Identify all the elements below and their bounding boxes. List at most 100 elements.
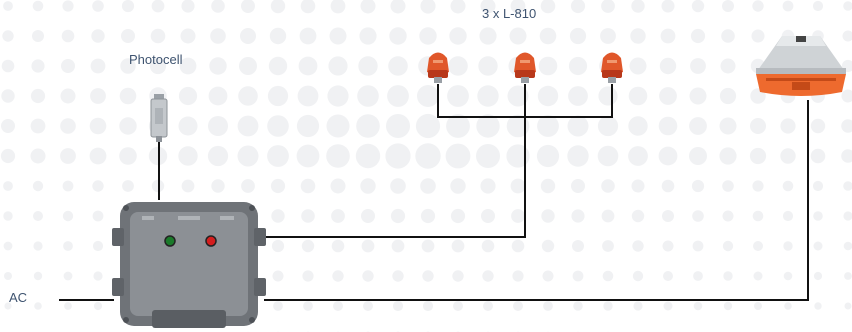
background-dot [299,27,317,45]
photocell-label: Photocell [129,52,183,67]
background-dot [392,300,404,312]
background-dot [33,241,43,251]
background-dot [812,180,824,192]
background-dot [32,180,44,192]
background-dot [661,179,675,193]
background-dot [506,144,530,168]
background-dot [301,239,315,253]
background-dot [93,301,103,311]
background-dot [272,270,284,282]
background-dot [451,239,465,253]
background-dot [567,145,589,167]
background-dot [719,117,737,135]
background-dot [210,28,226,44]
background-dot [723,271,733,281]
indicator-red-light [205,235,217,247]
background-dot [659,57,677,75]
background-dot [421,239,435,253]
lamps-label: 3 x L-810 [482,6,537,21]
background-dot [178,146,198,166]
background-dot [570,0,586,14]
background-dot [628,146,648,166]
background-dot [62,180,74,192]
background-dot [326,144,350,168]
background-dot [478,56,498,76]
background-dot [447,85,469,107]
background-dot [60,118,76,134]
background-dot [540,178,556,194]
background-dot [267,85,289,107]
background-dot [419,27,437,45]
background-dot [92,210,104,222]
background-dot [573,301,583,311]
background-dot [569,27,587,45]
background-dot [121,0,135,13]
lamp-middle-drop-wire [264,84,526,238]
background-dot [628,116,648,136]
background-dot [480,178,496,194]
background-dot [720,58,736,74]
background-dot [780,148,796,164]
background-dot [422,300,434,312]
background-dot [782,180,794,192]
background-dot [722,240,734,252]
background-dot [541,239,555,253]
background-dot [452,270,464,282]
background-dot [628,86,648,106]
background-dot [843,241,852,251]
background-dot [60,88,76,104]
background-dot [92,240,104,252]
background-dot [296,114,320,138]
background-dot [356,114,380,138]
background-dot [692,240,704,252]
background-dot [3,211,13,221]
background-dot [632,240,644,252]
background-dot [331,239,345,253]
background-dot [1,119,15,133]
background-dot [361,239,375,253]
background-dot [629,57,647,75]
background-dot [385,143,411,169]
background-dot [511,209,525,223]
background-dot [602,270,614,282]
background-dot [449,27,467,45]
background-dot [658,146,678,166]
background-dot [536,144,560,168]
background-dot [691,0,705,13]
background-dot [540,0,556,14]
background-dot [328,56,348,76]
background-dot [238,86,258,106]
l810-lamp-2-icon [514,52,536,83]
background-dot [784,302,792,310]
led-beacon-icon [756,36,846,96]
background-dot [268,56,288,76]
background-dot [60,148,76,164]
background-dot [208,86,228,106]
background-dot [658,116,678,136]
l810-lamp-1-icon [427,52,449,83]
background-dot [422,270,434,282]
background-dot [33,271,43,281]
background-dot [63,271,73,281]
background-dot [333,301,343,311]
background-dot [63,241,73,251]
background-dot [32,30,44,42]
background-dot [390,0,406,14]
background-dot [207,145,229,167]
background-dot [89,117,107,135]
background-dot [660,28,676,44]
background-dot [659,87,677,105]
background-dot [571,179,585,193]
background-dot [240,28,256,44]
background-dot [31,59,45,73]
background-dot [389,27,407,45]
background-dot [479,27,497,45]
background-dot [567,115,589,137]
background-dot [30,148,46,164]
background-dot [241,0,255,13]
background-dot [510,0,526,14]
background-dot [415,113,441,139]
background-dot [753,241,763,251]
background-dot [752,180,764,192]
background-dot [3,241,13,251]
